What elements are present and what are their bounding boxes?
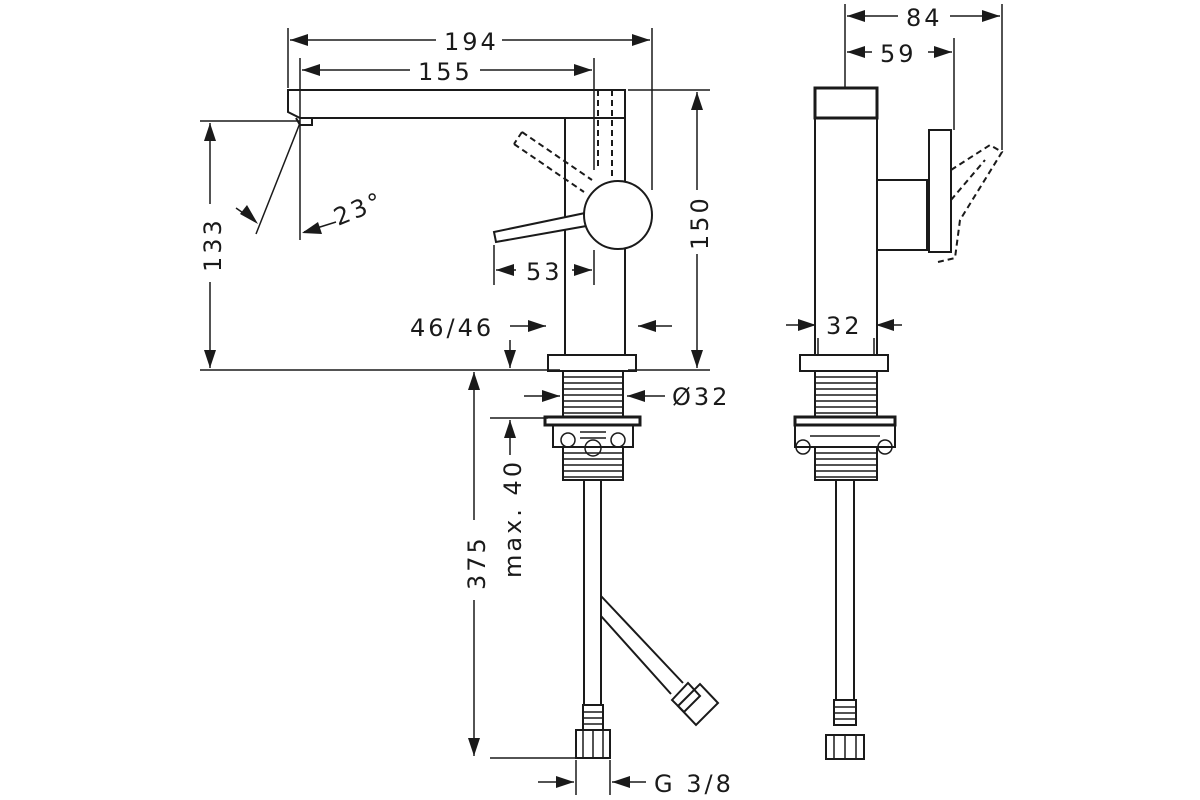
dim-diameter-32: Ø32 — [672, 383, 730, 411]
handle-lever — [492, 210, 594, 244]
side-view — [793, 86, 1004, 760]
dim-84: 84 — [906, 4, 943, 32]
dim-59: 59 — [880, 40, 917, 68]
angled-hose — [600, 595, 720, 727]
dim-194: 194 — [444, 28, 499, 56]
dim-150: 150 — [686, 195, 714, 250]
handle-knob — [583, 180, 653, 250]
side-handle-hub — [876, 179, 928, 251]
dim-133: 133 — [199, 217, 227, 272]
spout — [287, 89, 626, 119]
dim-23-deg: 23° — [330, 186, 388, 231]
dim-375: 375 — [463, 535, 491, 590]
side-handle-disc — [928, 129, 952, 253]
dimension-lines — [200, 4, 1003, 795]
dim-32-side: 32 — [826, 312, 863, 340]
supply-hose — [575, 480, 611, 759]
dim-46-46: 46/46 — [410, 314, 494, 342]
dim-max-40: max. 40 — [499, 459, 527, 578]
threaded-shank — [562, 370, 624, 418]
front-view — [287, 89, 720, 759]
dim-155: 155 — [418, 58, 473, 86]
base-flange — [547, 354, 637, 372]
dim-53: 53 — [526, 258, 563, 286]
dim-g-3-8: G 3/8 — [654, 770, 734, 798]
